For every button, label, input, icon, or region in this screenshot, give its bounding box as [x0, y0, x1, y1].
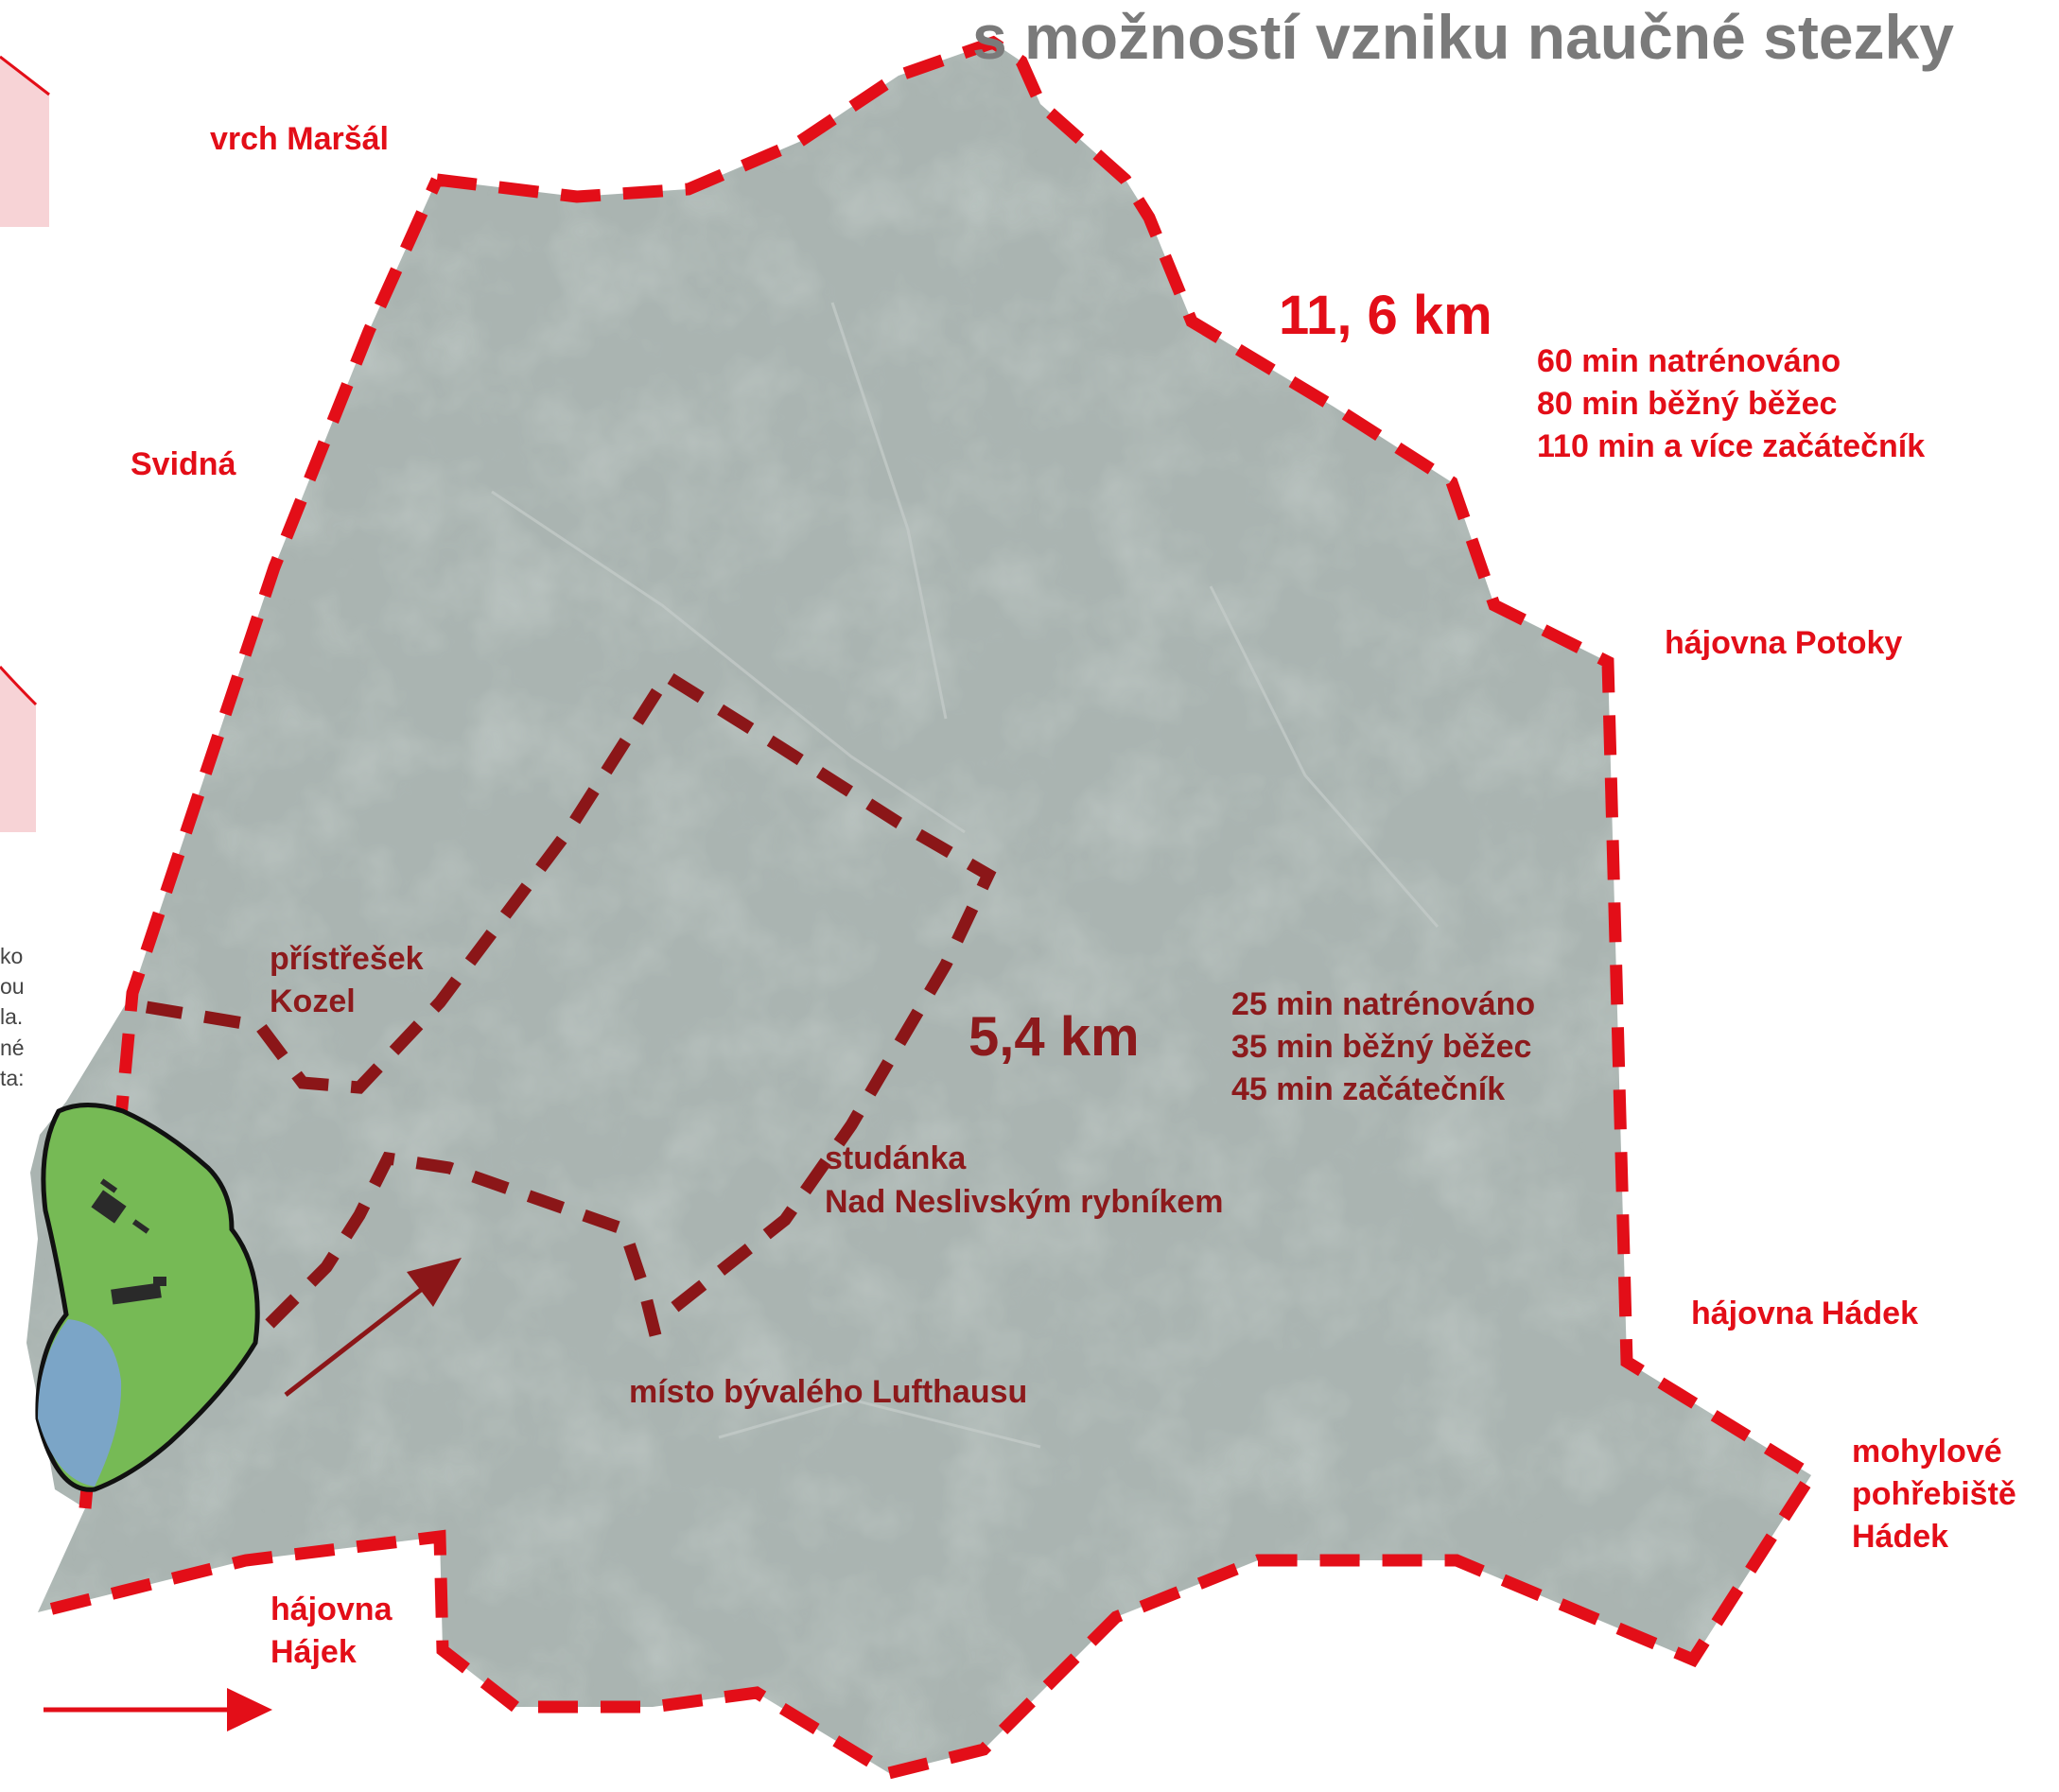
side-text-line3: la.	[0, 1004, 24, 1030]
side-text-line1: ko	[0, 944, 24, 968]
label-hajek-line1: hájovna	[270, 1592, 393, 1627]
short-route-distance: 5,4 km	[968, 1006, 1140, 1068]
label-hajek-line2: Hájek	[270, 1634, 357, 1671]
label-mohylove-line2: pohřebiště	[1852, 1476, 2016, 1513]
side-text-line5: ta:	[0, 1065, 25, 1090]
label-vrch-marsal: vrch Maršál	[210, 121, 389, 157]
side-cards	[0, 55, 50, 832]
long-route-path	[36, 35, 1821, 1780]
short-route-time-regular: 35 min běžný běžec	[1231, 1029, 1532, 1066]
side-text-column: ko ou la. né ta:	[0, 941, 25, 1093]
label-studanka-line2: Nad Neslivským rybníkem	[825, 1183, 1224, 1220]
long-route-time-beginner: 110 min a více začátečník	[1537, 428, 1926, 465]
short-route-time-beginner: 45 min začátečník	[1231, 1071, 1506, 1108]
label-hajovna-hajek: hájovna Hájek	[270, 1589, 392, 1674]
direction-arrows	[44, 1258, 462, 1731]
side-text-line2: ou	[0, 974, 25, 1000]
label-mohylove-line3: Hádek	[1852, 1519, 1949, 1556]
long-route-distance: 11, 6 km	[1279, 285, 1492, 346]
label-studanka: studánka Nad Neslivským rybníkem	[825, 1138, 1223, 1225]
map-title: s možností vzniku naučné stezky	[972, 2, 1954, 72]
side-text-line4: né	[0, 1035, 25, 1060]
long-route-times: 60 min natrénováno 80 min běžný běžec 11…	[1537, 340, 1925, 469]
short-route-times: 25 min natrénováno 35 min běžný běžec 45…	[1231, 983, 1535, 1112]
label-mohylove-line1: mohylové	[1852, 1434, 2002, 1470]
label-studanka-line1: studánka	[825, 1140, 967, 1176]
label-hajovna-potoky: hájovna Potoky	[1665, 625, 1903, 661]
label-svidna: Svidná	[131, 446, 236, 482]
label-mohylove-pohrebiste: mohylové pohřebiště Hádek	[1852, 1431, 2016, 1559]
label-pristresek-kozel: přístřešek Kozel	[270, 938, 424, 1023]
short-route-path	[145, 668, 997, 1345]
label-hajovna-hadek: hájovna Hádek	[1691, 1296, 1918, 1331]
label-kozel-line2: Kozel	[270, 983, 356, 1020]
short-route-time-trained: 25 min natrénováno	[1231, 986, 1536, 1022]
long-route-time-regular: 80 min běžný běžec	[1537, 386, 1838, 423]
long-route-time-trained: 60 min natrénováno	[1537, 343, 1841, 379]
label-kozel-line1: přístřešek	[270, 941, 424, 977]
label-misto-lufthausu: místo bývalého Lufthausu	[629, 1374, 1028, 1410]
park-area	[35, 1103, 260, 1492]
